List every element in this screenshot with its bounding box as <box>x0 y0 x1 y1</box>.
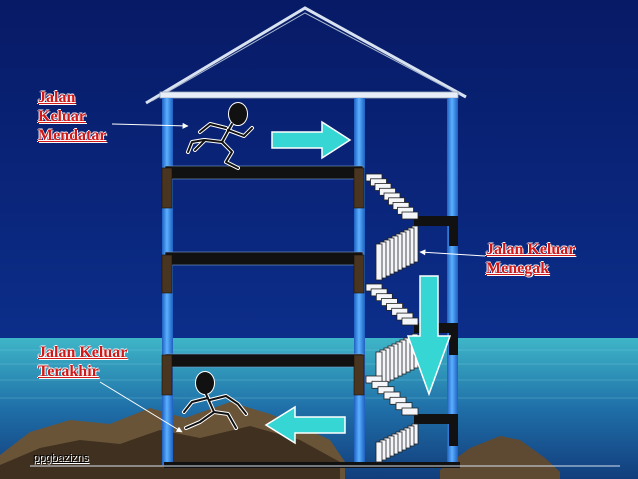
arrow-down-icon <box>406 275 452 397</box>
roof-inner <box>151 12 461 102</box>
stair-step <box>401 211 419 220</box>
stair-step <box>401 317 419 326</box>
pointer-final-exit <box>99 381 183 433</box>
stair-step <box>401 407 419 416</box>
landing-supports <box>449 218 458 446</box>
footer-text: ppgbazizns <box>33 452 89 464</box>
hills-right <box>440 436 560 479</box>
roof-beam <box>159 91 459 99</box>
arrow-right-icon <box>271 120 352 160</box>
label-final-exit: Jalan Keluar Terakhir <box>38 344 128 380</box>
stair-step <box>375 243 383 281</box>
running-person-icon <box>182 371 248 430</box>
stair-step <box>375 441 383 463</box>
running-person-icon <box>186 102 254 170</box>
right-column <box>447 98 458 465</box>
pointer-vertical-exit <box>419 249 486 257</box>
roof <box>145 6 467 105</box>
pointer-horizontal-exit <box>111 122 189 129</box>
horizon-lines <box>0 349 638 399</box>
label-horizontal-exit: Jalan Keluar Mendatar <box>38 89 107 144</box>
beam-ends <box>161 167 365 396</box>
arrow-left-icon <box>264 405 346 445</box>
staircase <box>365 173 419 463</box>
floor-slabs <box>164 165 460 468</box>
label-vertical-exit: Jalan Keluar Menegak <box>486 241 576 277</box>
